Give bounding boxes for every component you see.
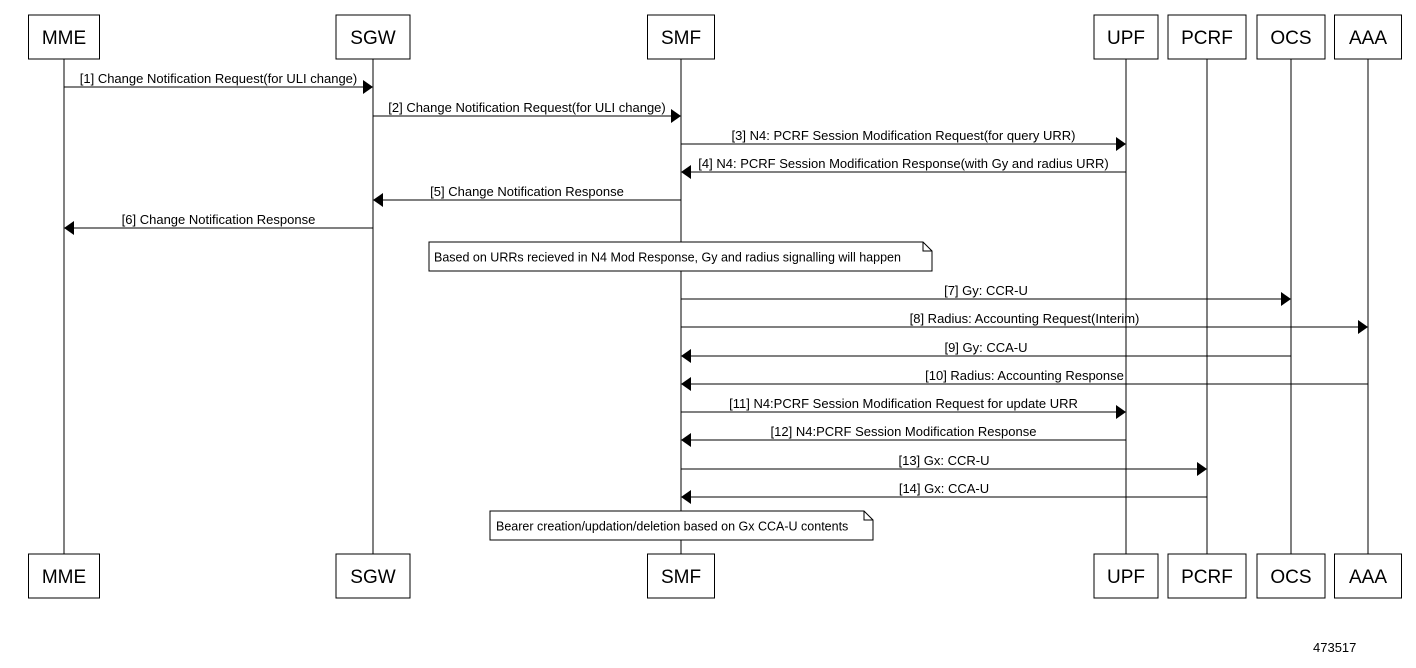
message-label-13: [13] Gx: CCR-U xyxy=(898,453,989,468)
participant-box-mme-bottom xyxy=(28,553,100,599)
participant-box-pcrf-bottom xyxy=(1167,553,1247,599)
message-label-7: [7] Gy: CCR-U xyxy=(944,283,1028,298)
participant-label-mme-bottom: MME xyxy=(42,567,86,588)
participant-box-sgw-top xyxy=(335,14,411,60)
message-arrowhead-12 xyxy=(681,433,691,447)
message-arrowhead-5 xyxy=(64,221,74,235)
participant-boxes-bottom: MME SGW SMF UPF PCRF OCS AAA xyxy=(28,553,1402,599)
participant-box-sgw-bottom xyxy=(335,553,411,599)
note-fold-15 xyxy=(863,511,873,521)
message-label-3: [4] N4: PCRF Session Modification Respon… xyxy=(698,156,1108,171)
note-text-15: Bearer creation/updation/deletion based … xyxy=(496,520,848,534)
participant-box-ocs-bottom xyxy=(1256,553,1326,599)
participant-box-mme-top xyxy=(28,14,100,60)
participant-box-ocs-top xyxy=(1256,14,1326,60)
message-label-10: [10] Radius: Accounting Response xyxy=(925,368,1124,383)
participant-box-pcrf-top xyxy=(1167,14,1247,60)
message-label-11: [11] N4:PCRF Session Modification Reques… xyxy=(729,396,1078,411)
participant-label-aaa-bottom: AAA xyxy=(1349,567,1387,588)
participant-label-pcrf-bottom: PCRF xyxy=(1181,567,1233,588)
participant-label-ocs-bottom: OCS xyxy=(1270,567,1311,588)
message-arrowhead-14 xyxy=(681,490,691,504)
message-label-1: [2] Change Notification Request(for ULI … xyxy=(388,100,666,115)
participant-label-mme-top: MME xyxy=(42,28,86,49)
participant-label-sgw-bottom: SGW xyxy=(350,567,395,588)
participant-box-smf-top xyxy=(647,14,715,60)
participant-label-upf-top: UPF xyxy=(1107,28,1145,49)
message-label-0: [1] Change Notification Request(for ULI … xyxy=(80,71,358,86)
message-arrowhead-11 xyxy=(1116,405,1126,419)
note-box-15 xyxy=(489,510,874,541)
message-label-5: [6] Change Notification Response xyxy=(122,212,316,227)
lifelines xyxy=(63,59,1369,554)
message-arrowhead-9 xyxy=(681,349,691,363)
message-arrowhead-0 xyxy=(363,80,373,94)
message-arrowhead-13 xyxy=(1197,462,1207,476)
participant-label-smf-bottom: SMF xyxy=(661,567,701,588)
message-label-8: [8] Radius: Accounting Request(Interim) xyxy=(910,311,1140,326)
participant-label-sgw-top: SGW xyxy=(350,28,395,49)
message-arrowhead-10 xyxy=(681,377,691,391)
participant-box-smf-bottom xyxy=(647,553,715,599)
participant-box-upf-top xyxy=(1093,14,1159,60)
participant-label-pcrf-top: PCRF xyxy=(1181,28,1233,49)
note-fold-6 xyxy=(922,242,932,252)
message-label-9: [9] Gy: CCA-U xyxy=(944,340,1027,355)
message-arrowhead-1 xyxy=(671,109,681,123)
participant-label-aaa-top: AAA xyxy=(1349,28,1387,49)
message-label-2: [3] N4: PCRF Session Modification Reques… xyxy=(732,128,1076,143)
participant-box-aaa-top xyxy=(1334,14,1402,60)
participant-box-aaa-bottom xyxy=(1334,553,1402,599)
message-arrowhead-8 xyxy=(1358,320,1368,334)
message-label-12: [12] N4:PCRF Session Modification Respon… xyxy=(771,424,1037,439)
message-arrowhead-7 xyxy=(1281,292,1291,306)
message-label-4: [5] Change Notification Response xyxy=(430,184,624,199)
note-box-6 xyxy=(428,241,933,272)
participant-label-ocs-top: OCS xyxy=(1270,28,1311,49)
participant-boxes-top: MME SGW SMF UPF PCRF OCS AAA xyxy=(28,14,1402,60)
messages: [1] Change Notification Request(for ULI … xyxy=(64,71,1368,541)
participant-label-smf-top: SMF xyxy=(661,28,701,49)
figure-id: 473517 xyxy=(1313,640,1357,655)
note-text-6: Based on URRs recieved in N4 Mod Respons… xyxy=(434,251,901,265)
message-arrowhead-4 xyxy=(373,193,383,207)
participant-box-upf-bottom xyxy=(1093,553,1159,599)
message-label-14: [14] Gx: CCA-U xyxy=(899,481,989,496)
participant-label-upf-bottom: UPF xyxy=(1107,567,1145,588)
message-arrowhead-3 xyxy=(681,165,691,179)
message-arrowhead-2 xyxy=(1116,137,1126,151)
